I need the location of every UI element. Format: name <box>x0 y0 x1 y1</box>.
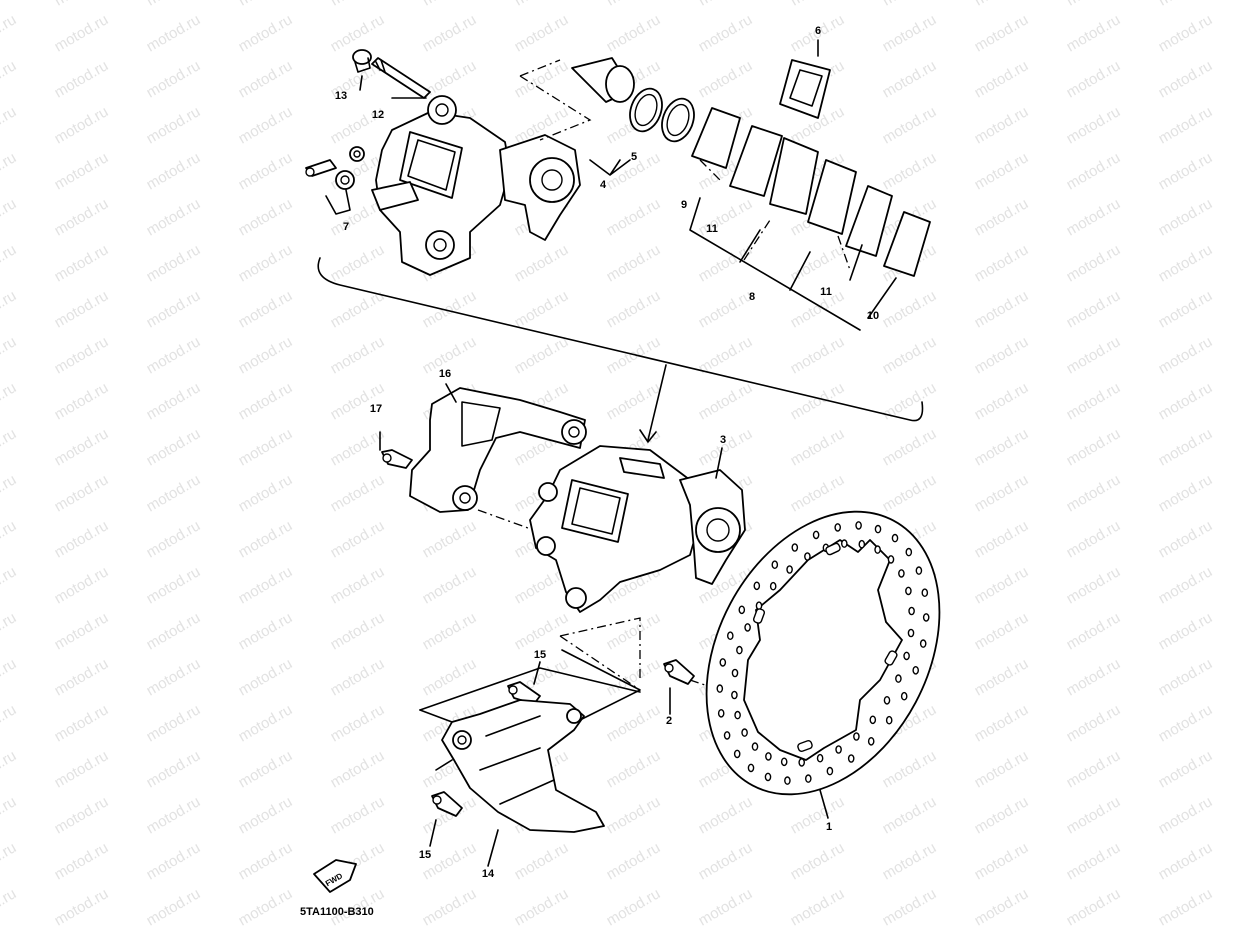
pad-pin <box>371 57 431 99</box>
disc-hole <box>858 539 866 549</box>
callout-17: 17 <box>369 403 383 415</box>
disc-hole <box>874 524 882 534</box>
disc-hole <box>816 753 824 763</box>
callout-15-lower: 15 <box>418 849 432 861</box>
callout-15-upper: 15 <box>533 649 547 661</box>
disc-hole <box>751 742 759 751</box>
disc-hole <box>733 749 741 759</box>
disc-hole <box>867 737 875 746</box>
disc-hole <box>834 523 842 532</box>
disc-hole <box>769 581 777 591</box>
disc-hole <box>922 613 930 622</box>
disc-guard <box>441 699 605 833</box>
disc-hole <box>812 530 820 540</box>
diagram-code: 5TA1100-B310 <box>300 906 374 918</box>
pad-spring <box>779 59 831 119</box>
callout-6: 6 <box>814 25 822 37</box>
callout-7: 7 <box>342 221 350 233</box>
disc-hole <box>804 552 811 561</box>
bleed-screw <box>305 159 337 177</box>
bleed-washers <box>335 146 365 190</box>
guard-bolts <box>431 681 541 817</box>
callout-4: 4 <box>599 179 607 191</box>
disc-hole <box>847 754 855 763</box>
disc-hole <box>921 588 929 598</box>
callout-8: 8 <box>748 291 756 303</box>
disc-hole <box>784 776 791 785</box>
callout-11-lower: 11 <box>820 286 832 298</box>
callout-16: 16 <box>438 368 452 380</box>
disc-hole <box>826 766 834 776</box>
piston-seals <box>629 87 695 143</box>
disc-hole <box>903 651 910 661</box>
callout-13: 13 <box>334 90 348 102</box>
disc-hole <box>883 696 891 705</box>
caliper-bracket <box>409 387 587 513</box>
disc-hole <box>835 745 842 754</box>
fwd-arrow-icon: FWD <box>313 859 357 893</box>
disc-hole <box>841 539 848 548</box>
pin-cap <box>352 49 372 73</box>
disc-hole <box>798 758 806 767</box>
caliper-body-upper <box>371 95 581 276</box>
disc-hole <box>887 555 895 564</box>
disc-hole <box>786 565 793 574</box>
disc-hole <box>736 645 743 655</box>
disc-hole <box>869 715 877 725</box>
disc-bolt <box>663 659 695 685</box>
disc-hole <box>744 623 751 632</box>
callout-3: 3 <box>719 434 727 446</box>
disc-hole <box>780 757 788 767</box>
disc-hole <box>723 731 731 740</box>
callout-11-upper: 11 <box>706 223 718 235</box>
disc-hole <box>853 732 860 741</box>
caliper-assembly <box>529 445 746 613</box>
disc-hole <box>741 728 748 737</box>
disc-hole <box>753 581 761 591</box>
brake-disc <box>705 510 941 796</box>
disc-hole <box>885 715 893 725</box>
piston <box>571 57 635 103</box>
disc-vent-holes <box>716 521 930 785</box>
callout-12: 12 <box>371 109 385 121</box>
disc-hole <box>738 605 746 615</box>
disc-hole <box>900 691 908 701</box>
bracket-bolt <box>381 449 413 469</box>
disc-hole <box>855 521 862 530</box>
disc-hole <box>905 586 912 596</box>
disc-hole <box>716 684 724 693</box>
callout-9: 9 <box>680 199 688 211</box>
callout-2: 2 <box>665 715 673 727</box>
callout-1: 1 <box>825 821 833 833</box>
disc-hole <box>905 547 913 557</box>
brake-pads <box>691 107 931 277</box>
disc-hole <box>764 772 772 782</box>
disc-hole <box>912 666 920 675</box>
disc-hole <box>907 628 915 638</box>
disc-hole <box>891 533 899 543</box>
disc-hole <box>915 566 923 575</box>
disc-hole <box>895 674 902 683</box>
disc-hole <box>898 569 905 578</box>
disc-hole <box>908 606 915 616</box>
disc-hole <box>874 545 881 554</box>
disc-hole <box>719 658 727 667</box>
disc-hole <box>747 763 755 773</box>
disc-hole <box>731 690 738 700</box>
disc-hole <box>717 709 725 718</box>
disc-hole <box>919 639 927 648</box>
disc-hole <box>791 543 799 552</box>
disc-hole <box>734 710 741 720</box>
disc-hole <box>771 560 779 570</box>
disc-hole <box>731 668 739 678</box>
callout-5: 5 <box>630 151 638 163</box>
callout-10: 10 <box>866 310 880 322</box>
callout-14: 14 <box>481 868 495 880</box>
disc-hole <box>765 752 772 761</box>
disc-hole <box>805 774 812 783</box>
disc-hole <box>727 631 734 641</box>
